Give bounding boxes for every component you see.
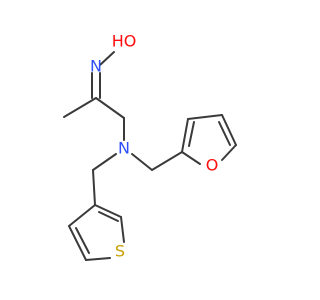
bond-thio-c5-c4-inner (75, 227, 90, 254)
bond-furan-c4-c5 (221, 114, 237, 146)
bond-n-ch2-furan (131, 153, 153, 171)
bond-c-ch2 (95, 97, 125, 119)
bond-thio-c3-c2 (94, 204, 122, 218)
bond-thio-c5-c4 (68, 225, 87, 261)
molecule-diagram: HO N N O S (63, 32, 237, 261)
thiophene-sulfur-label: S (115, 242, 125, 261)
bond-o-n-oxime (99, 51, 115, 66)
bond-thio-s-c5 (85, 257, 111, 261)
bond-ch2-thiophene-c3 (92, 169, 96, 206)
furan-oxygen-label: O (206, 156, 219, 175)
bond-thio-c2-s (120, 216, 125, 243)
bond-furan-c5-o (221, 144, 237, 161)
oxime-nitrogen-label: N (90, 57, 102, 76)
bond-thio-c4-c3 (68, 204, 96, 227)
bond-furan-c4-c5-inner (218, 121, 231, 146)
amine-nitrogen-label: N (118, 139, 130, 158)
bonds (63, 51, 237, 261)
bond-thio-c3-c2-inner (98, 211, 119, 222)
bond-furan-c3-c4 (187, 114, 223, 120)
bond-ch2-furan-c2 (151, 151, 183, 171)
bond-c-methyl (63, 97, 97, 118)
bond-furan-c2-c3 (181, 118, 189, 153)
bond-furan-o-c2 (181, 151, 201, 165)
bond-n-ch2-thiophene (92, 153, 117, 171)
bond-furan-c2-c3-inner (188, 121, 195, 147)
hydroxyl-label: HO (112, 32, 137, 51)
atom-labels: HO N N O S (90, 32, 218, 261)
